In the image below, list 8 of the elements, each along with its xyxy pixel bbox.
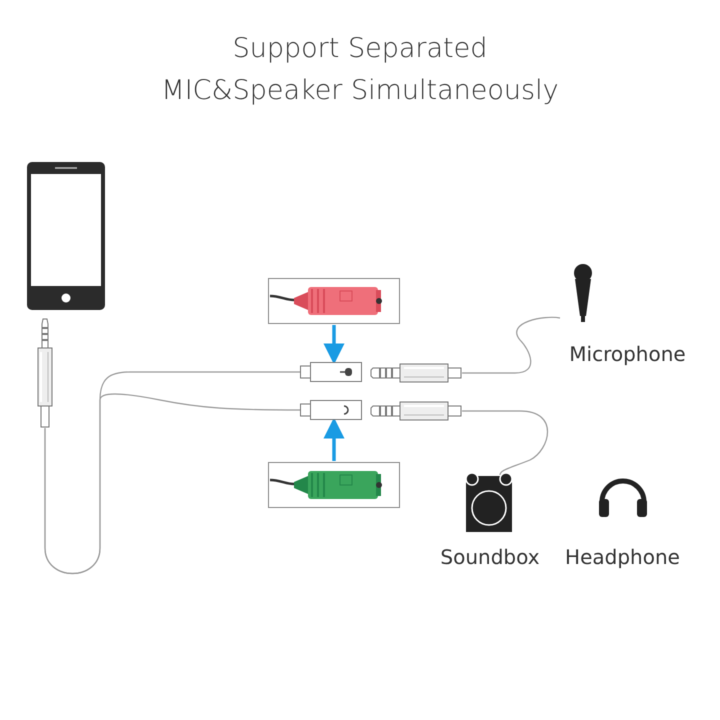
device-label: Soundbox <box>439 545 541 569</box>
cable-line <box>462 410 548 476</box>
cable-line <box>462 316 560 374</box>
arrow <box>324 418 344 461</box>
arrow <box>324 325 344 364</box>
title: Support Separated MIC&Speaker Simultaneously <box>160 32 560 108</box>
device-label: Headphone <box>564 545 681 569</box>
device-label: Microphone <box>568 342 687 366</box>
